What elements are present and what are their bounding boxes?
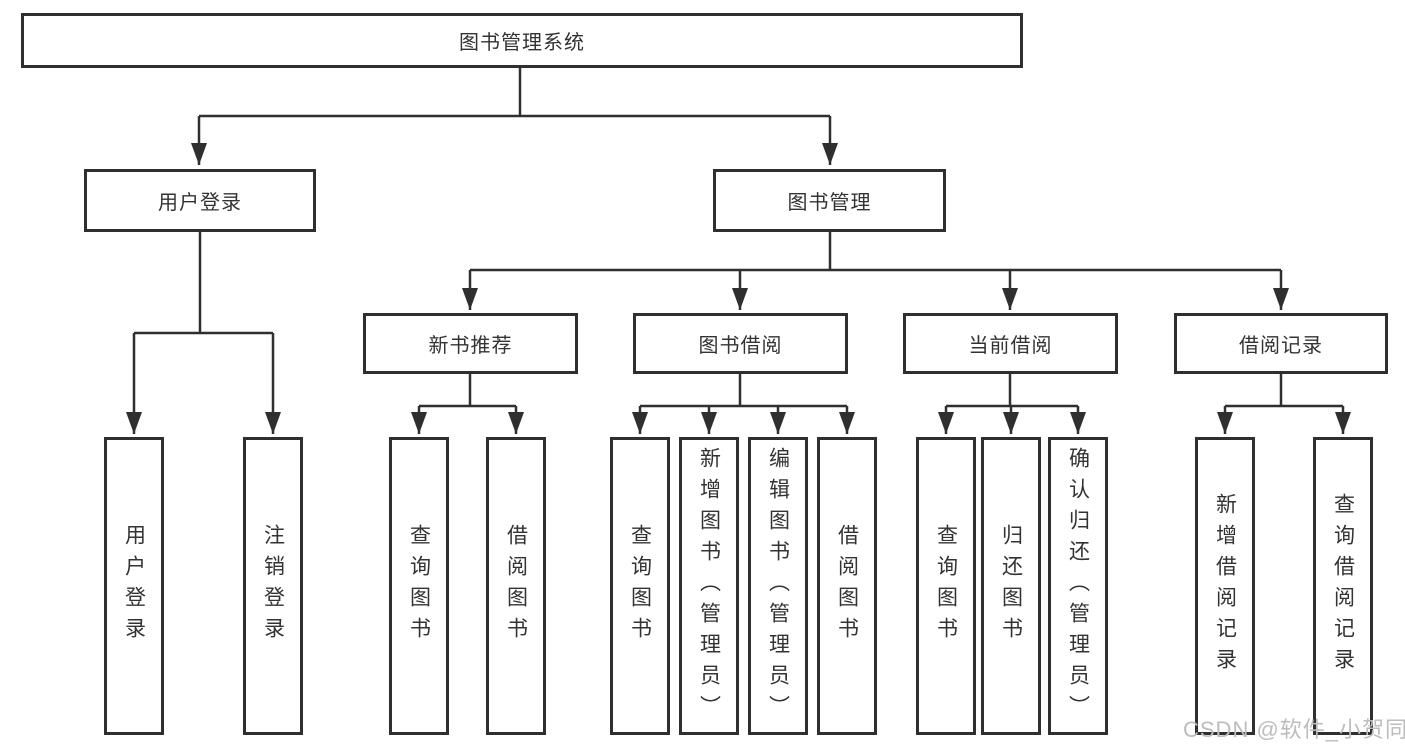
leaf-return-books-label: 归还图书 <box>999 524 1023 648</box>
leaf-borrow-books-label: 借阅图书 <box>835 524 859 648</box>
node-book-borrow-label: 图书借阅 <box>698 335 783 357</box>
leaf-add-borrow-record-label: 新增借阅记录 <box>1213 493 1237 679</box>
leaf-borrow-books-recommend: 借阅图书 <box>486 437 546 735</box>
leaf-query-books-current-label: 查询图书 <box>934 524 958 648</box>
leaf-logout-label: 注销登录 <box>261 524 285 648</box>
leaf-user-login: 用户登录 <box>104 437 164 735</box>
node-book-management-label: 图书管理 <box>787 192 872 214</box>
node-current-borrow: 当前借阅 <box>903 313 1118 374</box>
leaf-query-borrow-record-label: 查询借阅记录 <box>1331 493 1355 679</box>
leaf-logout: 注销登录 <box>243 437 303 735</box>
node-book-borrow: 图书借阅 <box>633 313 848 374</box>
leaf-edit-books-admin-label: 编辑图书（管理员） <box>766 446 790 726</box>
leaf-query-books-borrow-label: 查询图书 <box>628 524 652 648</box>
leaf-query-books-current: 查询图书 <box>916 437 976 735</box>
leaf-return-books: 归还图书 <box>981 437 1041 735</box>
node-user-login: 用户登录 <box>84 169 316 232</box>
leaf-confirm-return-admin: 确认归还（管理员） <box>1048 437 1108 735</box>
node-current-borrow-label: 当前借阅 <box>968 335 1053 357</box>
leaf-query-books-recommend: 查询图书 <box>389 437 449 735</box>
leaf-add-borrow-record: 新增借阅记录 <box>1195 437 1255 735</box>
leaf-add-books-admin: 新增图书（管理员） <box>679 437 739 735</box>
leaf-edit-books-admin: 编辑图书（管理员） <box>748 437 808 735</box>
leaf-query-books-borrow: 查询图书 <box>610 437 670 735</box>
leaf-user-login-label: 用户登录 <box>122 524 146 648</box>
leaf-confirm-return-admin-label: 确认归还（管理员） <box>1066 446 1090 726</box>
node-book-management: 图书管理 <box>713 169 946 232</box>
node-user-login-label: 用户登录 <box>158 192 242 214</box>
leaf-borrow-books: 借阅图书 <box>817 437 877 735</box>
leaf-borrow-books-recommend-label: 借阅图书 <box>504 524 528 648</box>
node-root-label: 图书管理系统 <box>459 32 585 54</box>
leaf-query-books-recommend-label: 查询图书 <box>407 524 431 648</box>
csdn-watermark: CSDN @软件_小贺同学 <box>1183 717 1405 742</box>
leaf-add-books-admin-label: 新增图书（管理员） <box>697 446 721 726</box>
node-new-book-recommend: 新书推荐 <box>363 313 578 374</box>
node-borrow-records-label: 借阅记录 <box>1239 335 1323 357</box>
leaf-query-borrow-record: 查询借阅记录 <box>1313 437 1373 735</box>
node-borrow-records: 借阅记录 <box>1174 313 1388 374</box>
node-new-book-recommend-label: 新书推荐 <box>428 335 513 357</box>
node-root: 图书管理系统 <box>21 13 1023 68</box>
